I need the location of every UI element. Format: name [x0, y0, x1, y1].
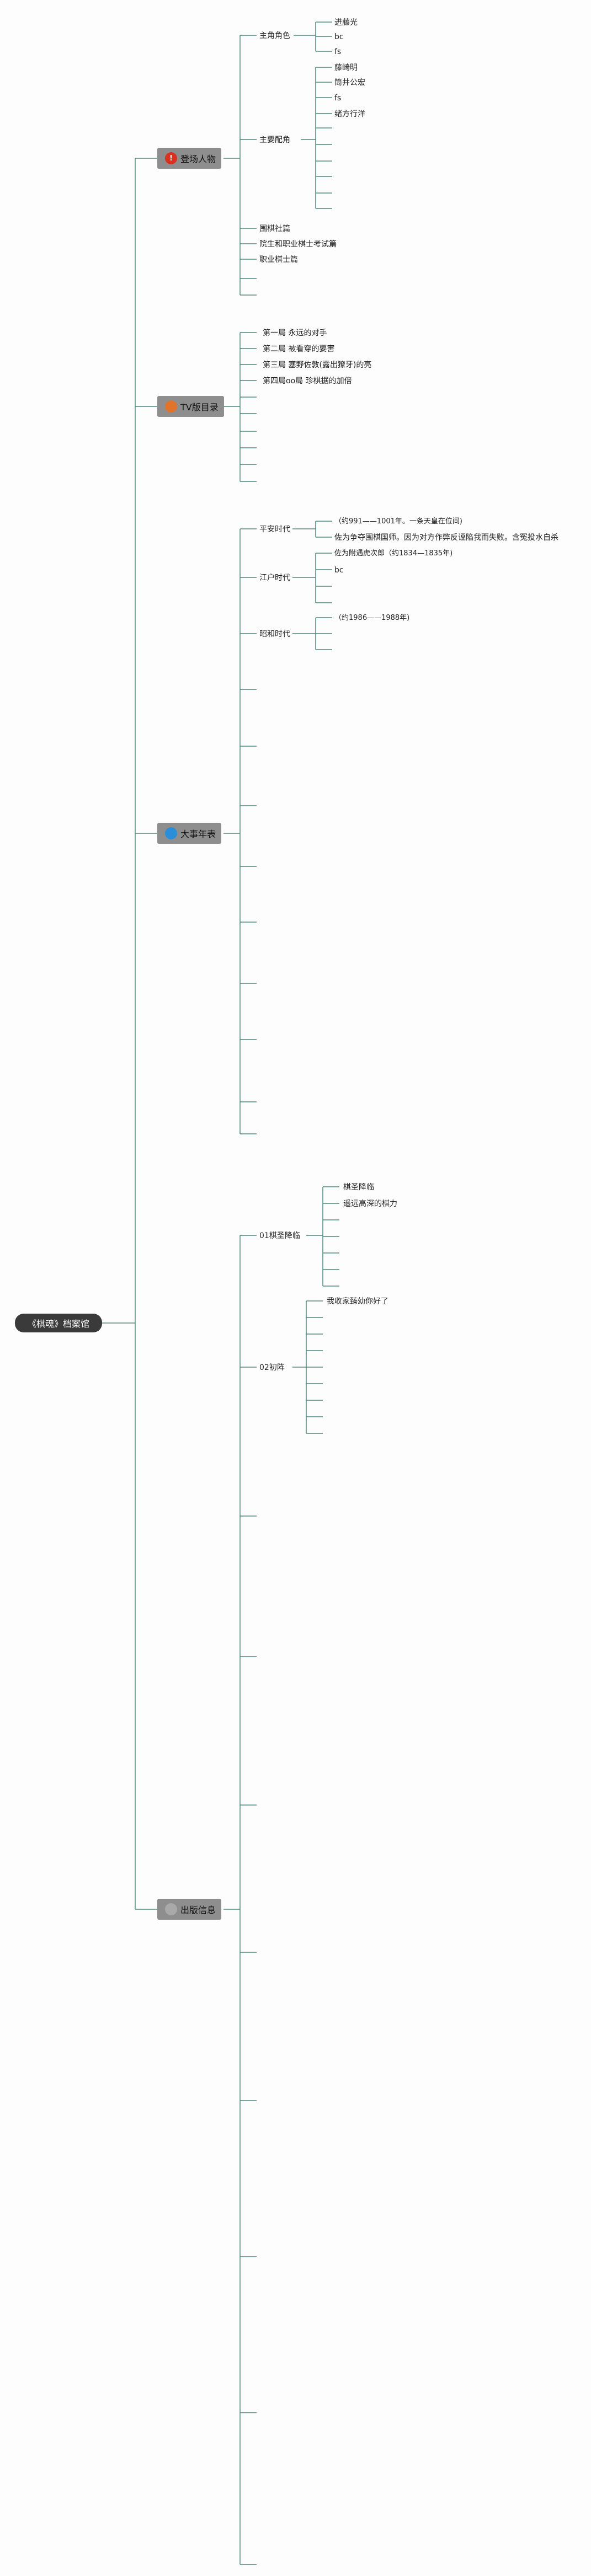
leaf-main-role-1[interactable]: 进藤光 — [334, 18, 358, 27]
topic-characters-label: 登场人物 — [180, 154, 216, 164]
root-node[interactable]: 《棋魂》档案馆 — [15, 1314, 102, 1332]
leaf-episode-2[interactable]: 第二局 被看穿的要害 — [263, 345, 335, 354]
leaf-v1-1[interactable]: 棋圣降临 — [343, 1183, 374, 1192]
topic-tv[interactable]: TV版目录 — [157, 396, 224, 417]
leaf-edo-1[interactable]: 佐为附遇虎次郎（约1834—1835年) — [334, 549, 453, 558]
branch-edo[interactable]: 江户时代 — [259, 574, 290, 582]
leaf-extra-2[interactable]: 院生和职业棋士考试篇 — [259, 240, 337, 249]
topic-publish[interactable]: 出版信息 — [157, 1899, 222, 1920]
topic-tv-label: TV版目录 — [180, 402, 219, 413]
leaf-v2-1[interactable]: 我收家臻幼你好了 — [327, 1297, 388, 1306]
tv-icon — [165, 400, 177, 413]
leaf-support-2[interactable]: 筒井公宏 — [334, 78, 365, 87]
leaf-heian-1[interactable]: （约991——1001年。一条天皇在位间) — [334, 517, 462, 526]
leaf-extra-1[interactable]: 围棋社篇 — [259, 224, 290, 233]
leaf-edo-2[interactable]: bc — [334, 566, 344, 575]
leaf-episode-4[interactable]: 第四局oo局 珍棋据的加倍 — [263, 377, 352, 385]
branch-supporting[interactable]: 主要配角 — [259, 136, 290, 144]
leaf-showa-1[interactable]: （约1986——1988年) — [334, 614, 410, 622]
branch-volume-1[interactable]: 01棋圣降临 — [259, 1231, 300, 1240]
topic-publish-label: 出版信息 — [180, 1905, 216, 1915]
book-icon — [165, 1903, 177, 1915]
leaf-episode-3[interactable]: 第三局 塞野佐敦(露出獠牙)的亮 — [263, 361, 372, 369]
leaf-support-4[interactable]: 绪方行洋 — [334, 110, 365, 119]
branch-heian[interactable]: 平安时代 — [259, 525, 290, 534]
root-label: 《棋魂》档案馆 — [27, 1319, 89, 1329]
leaf-main-role-2[interactable]: bc — [334, 33, 344, 41]
topic-characters[interactable]: ! 登场人物 — [157, 148, 222, 169]
leaf-support-3[interactable]: fs — [334, 94, 342, 103]
branch-main-roles[interactable]: 主角角色 — [259, 31, 290, 40]
branch-showa[interactable]: 昭和时代 — [259, 630, 290, 639]
leaf-main-role-3[interactable]: fs — [334, 47, 342, 56]
leaf-episode-1[interactable]: 第一局 永远的对手 — [263, 329, 327, 338]
topic-events-label: 大事年表 — [180, 829, 216, 839]
branch-volume-2[interactable]: 02初阵 — [259, 1363, 285, 1372]
leaf-v1-2[interactable]: 遥远高深的棋力 — [343, 1199, 397, 1208]
leaf-heian-2[interactable]: 佐为争夺围棋国师。因为对方作弊反诬陷我而失败。含冤投水自杀 — [334, 533, 558, 542]
leaf-extra-3[interactable]: 职业棋士篇 — [259, 255, 298, 264]
globe-icon — [165, 827, 177, 839]
topic-events[interactable]: 大事年表 — [157, 823, 222, 844]
alert-icon: ! — [165, 152, 177, 164]
leaf-support-1[interactable]: 藤崎明 — [334, 63, 358, 72]
